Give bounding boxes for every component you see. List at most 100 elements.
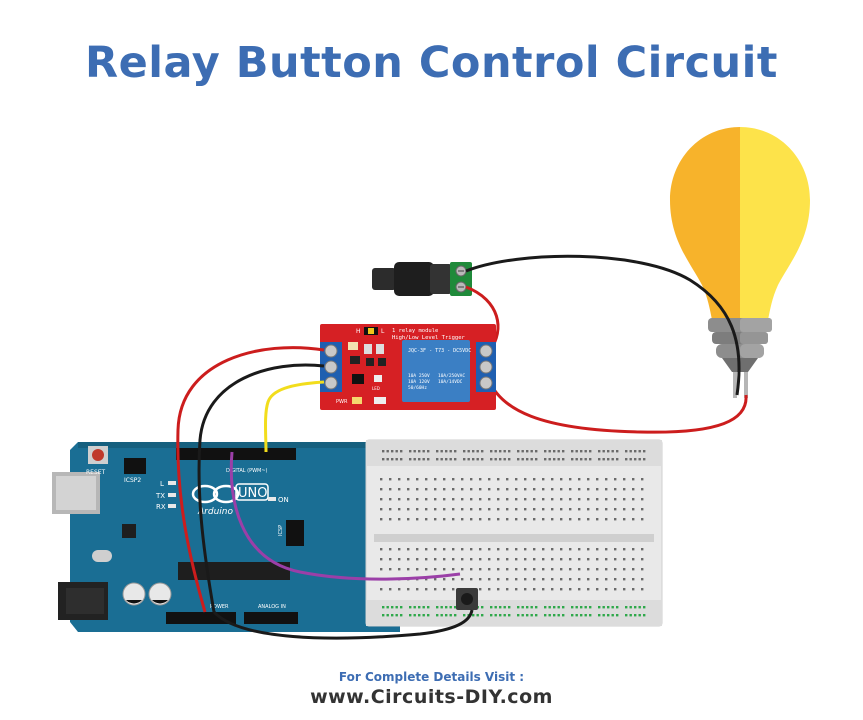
breadboard-hole bbox=[506, 558, 509, 561]
breadboard-hole bbox=[481, 450, 484, 453]
breadboard-hole bbox=[634, 450, 637, 453]
breadboard-hole bbox=[544, 458, 547, 461]
breadboard-hole bbox=[524, 558, 527, 561]
breadboard-hole bbox=[596, 558, 599, 561]
breadboard-hole bbox=[542, 498, 545, 501]
breadboard-hole bbox=[607, 606, 610, 609]
breadboard-hole bbox=[422, 606, 425, 609]
bulb-glass-right bbox=[740, 127, 810, 320]
breadboard-hole bbox=[494, 614, 497, 617]
reset-label: RESET bbox=[86, 469, 106, 476]
breadboard-hole bbox=[602, 606, 605, 609]
breadboard-hole bbox=[557, 606, 560, 609]
breadboard-hole bbox=[389, 508, 392, 511]
breadboard-hole bbox=[524, 548, 527, 551]
breadboard-hole bbox=[506, 578, 509, 581]
breadboard-hole bbox=[589, 458, 592, 461]
breadboard-hole bbox=[425, 568, 428, 571]
breadboard-hole bbox=[587, 568, 590, 571]
breadboard-hole bbox=[641, 478, 644, 481]
breadboard-hole bbox=[551, 488, 554, 491]
breadboard-hole bbox=[398, 588, 401, 591]
breadboard-hole bbox=[557, 458, 560, 461]
breadboard-hole bbox=[560, 558, 563, 561]
relay-title-line1: 1 relay module bbox=[392, 328, 438, 334]
breadboard-hole bbox=[454, 606, 457, 609]
breadboard-hole bbox=[382, 450, 385, 453]
breadboard-hole bbox=[425, 488, 428, 491]
breadboard-hole bbox=[391, 614, 394, 617]
breadboard-hole bbox=[632, 518, 635, 521]
breadboard-hole bbox=[589, 614, 592, 617]
breadboard-hole bbox=[632, 568, 635, 571]
footer-website[interactable]: www.Circuits-DIY.com bbox=[310, 686, 553, 708]
breadboard-hole bbox=[395, 614, 398, 617]
breadboard-hole bbox=[380, 558, 383, 561]
breadboard-hole bbox=[449, 458, 452, 461]
breadboard-hole bbox=[470, 508, 473, 511]
breadboard-hole bbox=[598, 614, 601, 617]
breadboard-hole bbox=[515, 568, 518, 571]
breadboard-hole bbox=[548, 614, 551, 617]
breadboard-hole bbox=[488, 498, 491, 501]
breadboard-hole bbox=[632, 508, 635, 511]
breadboard-hole bbox=[479, 478, 482, 481]
breadboard-hole bbox=[398, 508, 401, 511]
breadboard-hole bbox=[535, 614, 538, 617]
breadboard-hole bbox=[641, 498, 644, 501]
breadboard-hole bbox=[400, 450, 403, 453]
breadboard-hole bbox=[575, 458, 578, 461]
breadboard-hole bbox=[425, 498, 428, 501]
footer-visit-text: For Complete Details Visit : bbox=[338, 670, 525, 684]
breadboard-hole bbox=[521, 450, 524, 453]
breadboard-hole bbox=[506, 488, 509, 491]
breadboard-hole bbox=[634, 458, 637, 461]
breadboard-hole bbox=[526, 450, 529, 453]
breadboard-hole bbox=[416, 588, 419, 591]
breadboard-hole bbox=[461, 518, 464, 521]
breadboard-hole bbox=[380, 588, 383, 591]
breadboard-hole bbox=[587, 478, 590, 481]
breadboard-hole bbox=[472, 450, 475, 453]
breadboard-hole bbox=[497, 518, 500, 521]
breadboard-hole bbox=[422, 458, 425, 461]
breadboard-hole bbox=[517, 614, 520, 617]
breadboard-hole bbox=[461, 568, 464, 571]
breadboard-hole bbox=[386, 458, 389, 461]
power-label: POWER bbox=[210, 604, 229, 610]
breadboard-hole bbox=[533, 508, 536, 511]
breadboard-hole bbox=[452, 568, 455, 571]
breadboard-hole bbox=[553, 606, 556, 609]
breadboard-hole bbox=[443, 488, 446, 491]
breadboard-hole bbox=[440, 450, 443, 453]
breadboard-hole bbox=[533, 548, 536, 551]
breadboard-hole bbox=[481, 606, 484, 609]
breadboard-hole bbox=[533, 488, 536, 491]
breadboard-hole bbox=[395, 450, 398, 453]
breadboard-hole bbox=[391, 458, 394, 461]
breadboard-hole bbox=[467, 450, 470, 453]
breadboard-hole bbox=[517, 458, 520, 461]
breadboard-hole bbox=[634, 614, 637, 617]
breadboard-hole bbox=[551, 518, 554, 521]
breadboard-hole bbox=[623, 518, 626, 521]
breadboard-hole bbox=[578, 578, 581, 581]
breadboard-hole bbox=[569, 548, 572, 551]
breadboard-hole bbox=[479, 558, 482, 561]
breadboard-hole bbox=[445, 458, 448, 461]
breadboard-hole bbox=[418, 614, 421, 617]
breadboard-hole bbox=[407, 488, 410, 491]
breadboard-hole bbox=[553, 614, 556, 617]
breadboard-hole bbox=[571, 606, 574, 609]
breadboard-hole bbox=[497, 508, 500, 511]
breadboard-hole bbox=[629, 614, 632, 617]
breadboard-hole bbox=[488, 548, 491, 551]
breadboard-hole bbox=[499, 606, 502, 609]
breadboard-hole bbox=[643, 450, 646, 453]
breadboard-hole bbox=[632, 548, 635, 551]
breadboard-hole bbox=[569, 478, 572, 481]
breadboard-hole bbox=[476, 450, 479, 453]
breadboard-hole bbox=[488, 568, 491, 571]
breadboard-hole bbox=[521, 606, 524, 609]
breadboard-hole bbox=[434, 498, 437, 501]
